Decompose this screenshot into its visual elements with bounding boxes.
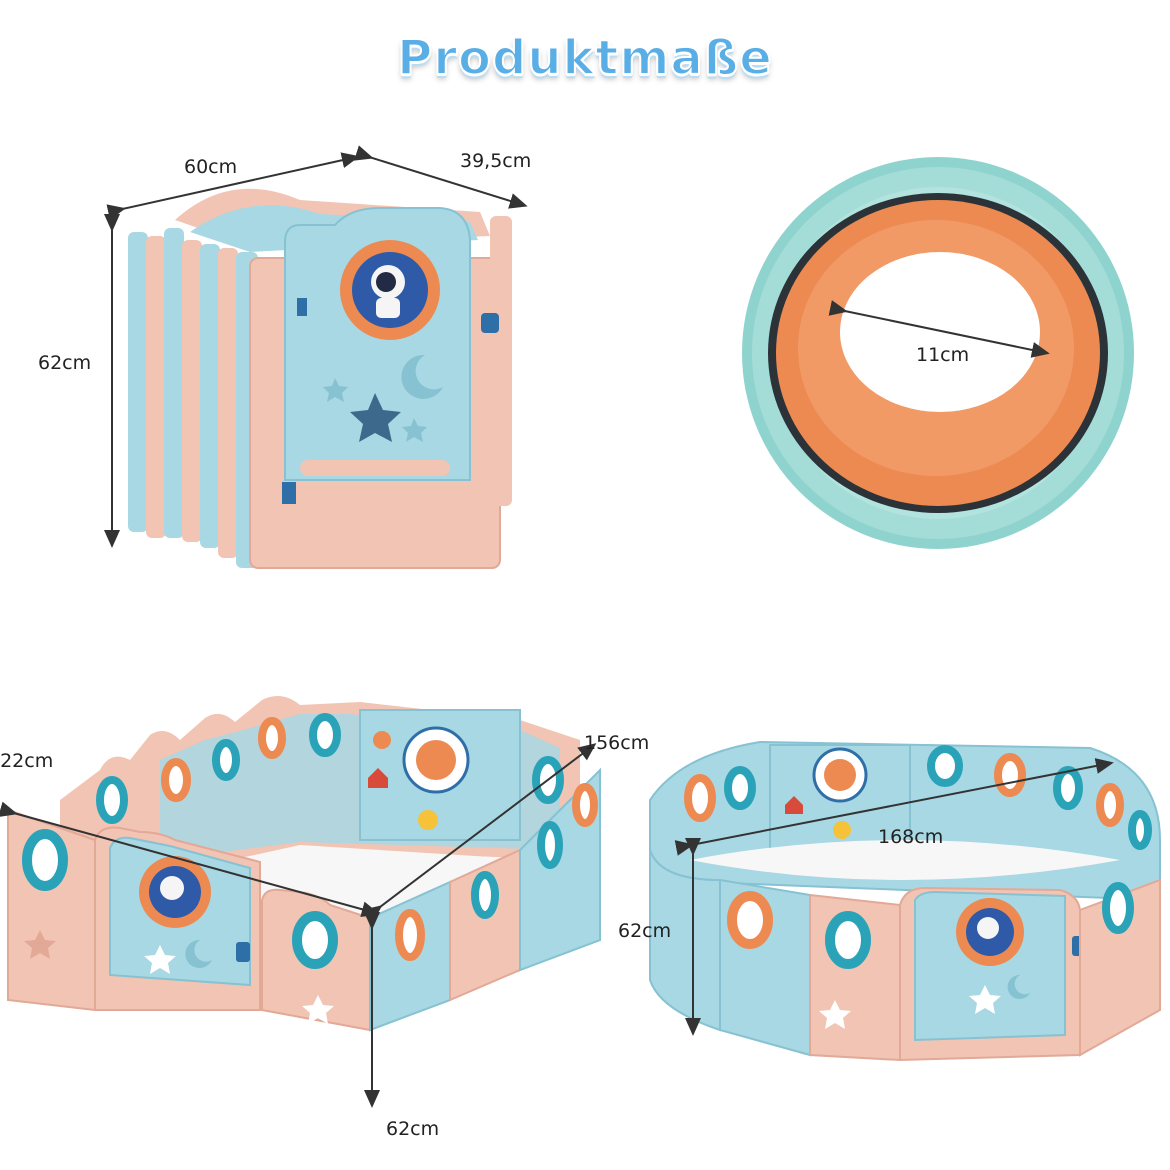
star-icon — [302, 995, 334, 1024]
folded-width-label: 60cm — [184, 156, 238, 178]
star-icon — [402, 418, 427, 442]
hinge-clip — [282, 482, 296, 504]
ring-closeup-image — [742, 157, 1134, 549]
square-playpen-image — [0, 696, 601, 1108]
round-height-label: 62cm — [618, 920, 672, 942]
square-side-b-label: 156cm — [584, 732, 650, 754]
round-diameter-label: 168cm — [878, 826, 944, 848]
folded-playpen-image — [104, 145, 528, 569]
folded-height-label: 62cm — [38, 352, 92, 374]
star-icon — [24, 930, 56, 959]
square-side-a-label: 122cm — [0, 750, 54, 772]
astronaut-icon — [371, 265, 405, 318]
astronaut-icon — [160, 876, 184, 900]
folded-depth-label: 39,5cm — [460, 150, 532, 172]
latch-lock — [236, 942, 250, 962]
flower-icon — [373, 731, 391, 749]
ring-diameter-label: 11cm — [916, 344, 970, 366]
moon-icon — [185, 939, 212, 968]
star-icon — [350, 393, 401, 442]
hinge-clip — [297, 298, 307, 316]
latch-lock — [481, 313, 499, 333]
moon-icon — [1007, 974, 1030, 999]
star-icon — [969, 985, 1001, 1014]
square-height-label: 62cm — [386, 1118, 440, 1140]
folded-front-panel — [282, 207, 499, 504]
page-title: Produktmaße — [396, 29, 773, 87]
sun-icon — [833, 821, 851, 839]
front-ring-wall — [649, 849, 1161, 1062]
star-icon — [323, 378, 348, 402]
star-icon — [144, 945, 176, 974]
star-icon — [819, 1000, 851, 1029]
moon-icon — [401, 354, 443, 399]
round-playpen-image — [649, 740, 1161, 1062]
sun-icon — [418, 810, 438, 830]
astronaut-icon — [977, 917, 999, 939]
